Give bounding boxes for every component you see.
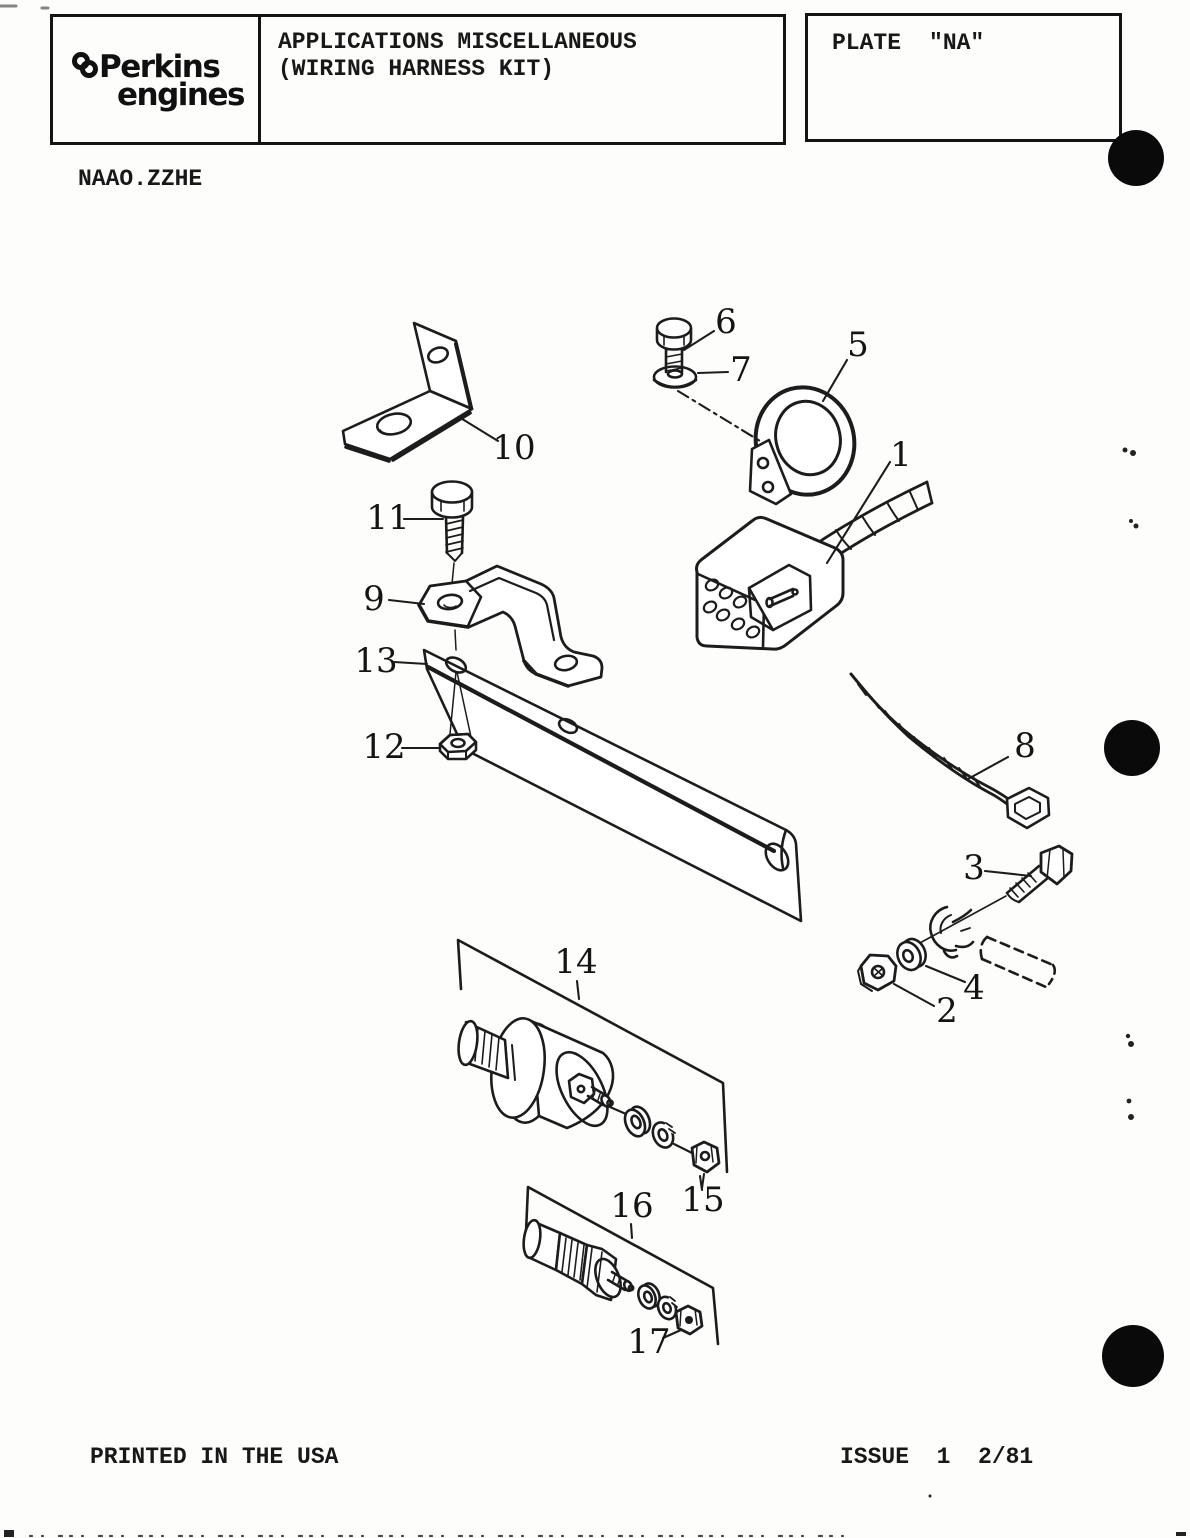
plate-value: "NA" — [929, 30, 985, 56]
part-14-lock-washer — [651, 1121, 676, 1149]
part-16-flat-washer — [637, 1282, 661, 1310]
punch-hole — [1108, 130, 1164, 186]
part-clip-detail — [929, 905, 975, 959]
scan-top-marks — [0, 4, 50, 10]
part-8-cable-tie — [849, 672, 1051, 830]
plate-label: PLATE — [832, 30, 902, 56]
perkins-logo: Perkins engines — [53, 17, 261, 142]
part-12-nut — [438, 671, 478, 761]
perkins-knot-icon — [72, 52, 98, 78]
callout-3: 3 — [963, 848, 985, 888]
part-7-washer — [652, 365, 698, 389]
part-10-angle-bracket — [341, 321, 474, 463]
callout-12: 12 — [362, 727, 405, 767]
callout-8: 8 — [1014, 726, 1036, 766]
callout-labels: 1 2 3 4 5 6 7 8 9 10 11 12 13 14 15 16 1… — [354, 302, 1035, 1362]
part-4-washer — [896, 937, 927, 972]
punch-hole — [1102, 1325, 1164, 1387]
logo-text-engines: engines — [117, 77, 245, 113]
part-3-bolt — [906, 844, 1074, 951]
part-16-lock-washer — [656, 1295, 679, 1321]
plate-box: PLATE "NA" — [805, 13, 1122, 142]
callout-17: 17 — [627, 1322, 670, 1362]
logo-text-perkins: Perkins — [99, 49, 221, 85]
callout-10: 10 — [492, 428, 535, 468]
phantom-cylinder — [979, 935, 1057, 989]
part-16-frame — [524, 1185, 720, 1346]
title-line-1: APPLICATIONS MISCELLANEOUS — [278, 29, 637, 55]
part-14-flat-washer — [623, 1105, 652, 1138]
callout-16: 16 — [610, 1186, 653, 1226]
callout-9: 9 — [363, 579, 385, 619]
footer-issue: ISSUE 1 2/81 — [840, 1444, 1034, 1470]
part-6-bolt — [655, 317, 693, 374]
punch-hole — [1104, 720, 1160, 776]
document-title: APPLICATIONS MISCELLANEOUS (WIRING HARNE… — [261, 17, 783, 142]
part-11-bolt — [430, 480, 474, 651]
callout-11: 11 — [366, 498, 409, 538]
header-box: Perkins engines APPLICATIONS MISCELLANEO… — [50, 14, 786, 145]
callout-4: 4 — [963, 968, 985, 1008]
callout-2: 2 — [936, 991, 958, 1031]
callout-5: 5 — [847, 325, 869, 365]
scan-specks — [4, 447, 1186, 1537]
punch-holes — [1102, 130, 1164, 1387]
leader-lines — [387, 329, 1033, 1340]
footer-printed: PRINTED IN THE USA — [90, 1444, 339, 1470]
callout-6: 6 — [715, 302, 737, 342]
part-2-nut — [857, 953, 898, 992]
part-9-offset-strap — [417, 564, 604, 688]
part-17-nut — [674, 1304, 704, 1336]
part-1-harness-connector — [695, 480, 934, 651]
callout-1: 1 — [890, 435, 912, 475]
title-line-2: (WIRING HARNESS KIT) — [278, 56, 555, 82]
doc-code: NAAO.ZZHE — [78, 166, 203, 192]
callout-13: 13 — [354, 641, 397, 681]
callout-7: 7 — [730, 350, 752, 390]
part-14-frame — [456, 938, 729, 1174]
part-16-temp-sender — [522, 1218, 635, 1302]
part-14-pressure-sender — [457, 1017, 615, 1130]
part-13-long-bracket — [422, 648, 803, 923]
part-5-cable-clip — [748, 385, 857, 506]
part-15-nut — [690, 1140, 721, 1174]
callout-15: 15 — [681, 1180, 724, 1220]
callout-14: 14 — [554, 942, 597, 982]
